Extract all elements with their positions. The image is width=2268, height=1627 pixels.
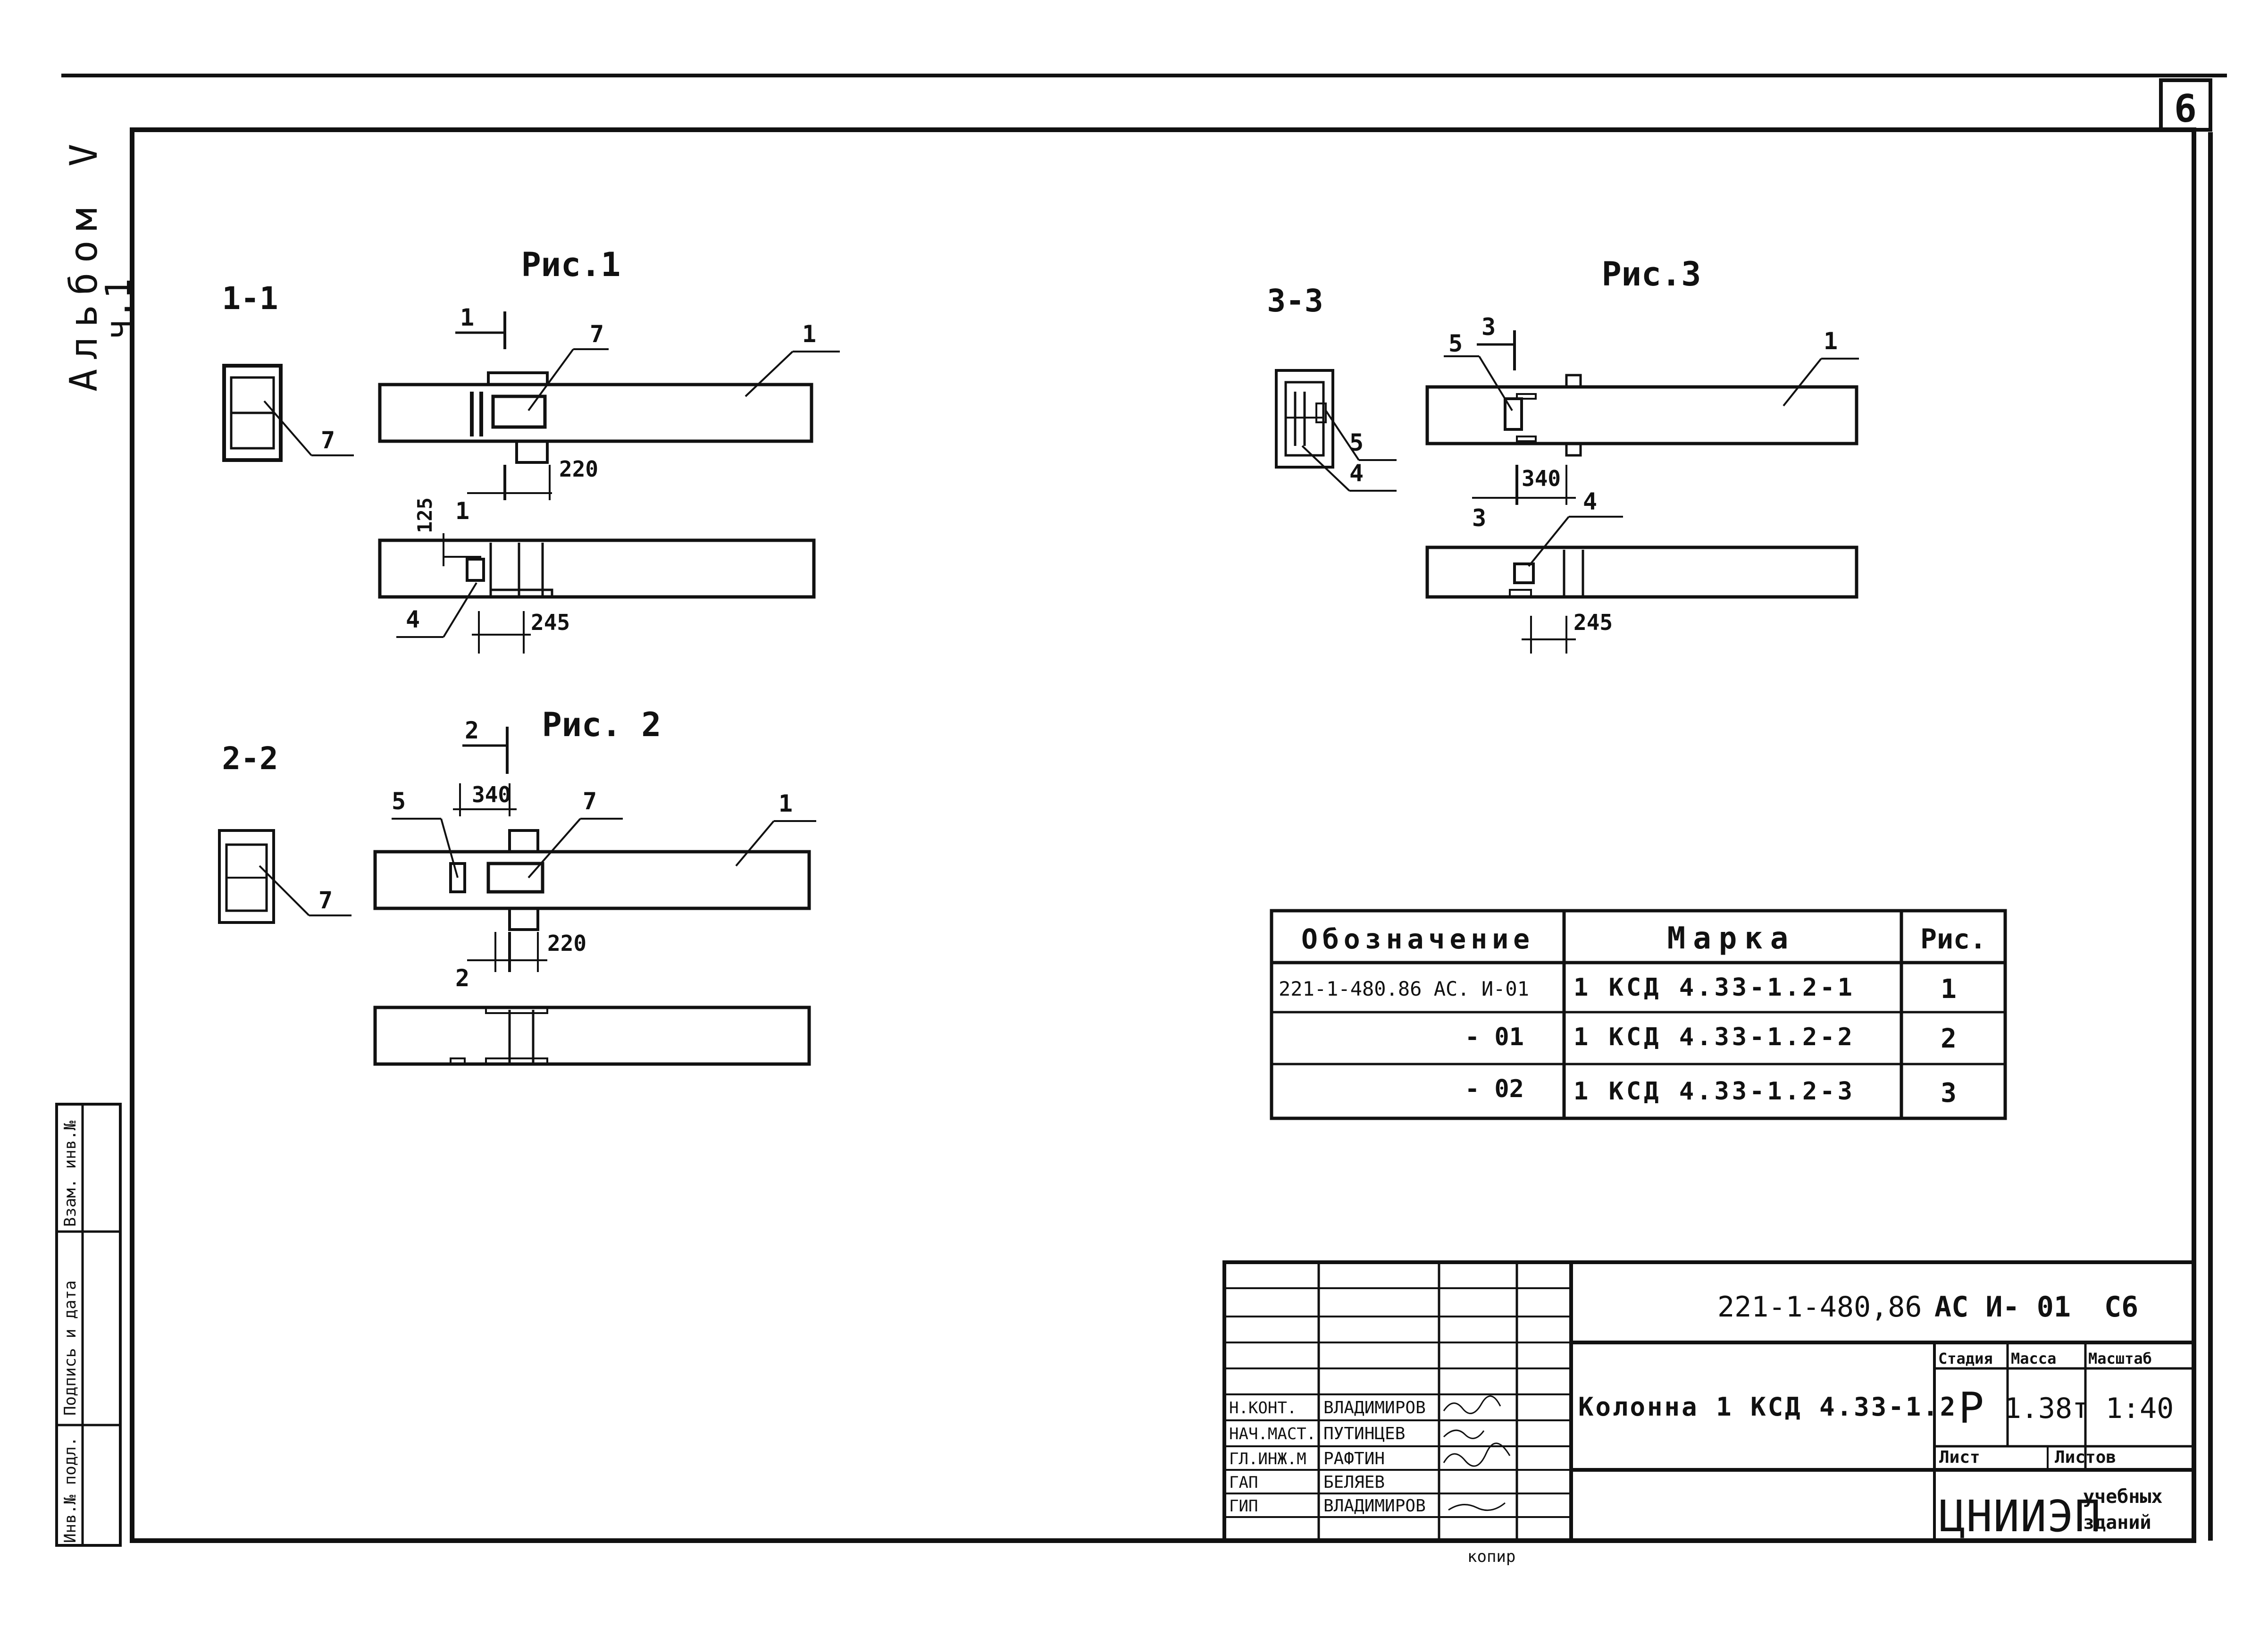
signature-2 [1443, 1429, 1485, 1439]
table-row3-fig: 3 [1941, 1078, 1957, 1108]
stamp-name-5: ВЛАДИМИРОВ [1323, 1496, 1426, 1516]
fig1-section-mark-bottom: 1 [455, 497, 469, 525]
fig1-dim-220: 220 [559, 456, 598, 482]
side-stamp: Инв.№ подл. Подпись и дата Взам. инв.№ [55, 1103, 122, 1547]
table-row3-mark: 1 КСД 4.33-1.2-3 [1573, 1077, 1855, 1106]
stamp-name-2: ПУТИНЦЕВ [1323, 1424, 1405, 1443]
sheet-number-box [2159, 78, 2212, 132]
fig2-dim-220: 220 [547, 931, 586, 956]
stamp-name-3: РАФТИН [1323, 1449, 1385, 1468]
figure-1: Рис.1 1-1 7 7 1 [222, 245, 840, 654]
table-row2-mark: 1 КСД 4.33-1.2-2 [1573, 1023, 1855, 1051]
fig3-elevation: 3 5 1 340 3 [1425, 313, 1859, 532]
fig2-callout-7: 7 [583, 788, 597, 815]
stamp-mass: 1.38т [2004, 1392, 2090, 1425]
stamp-role-2: НАЧ.МАСТ. [1229, 1425, 1316, 1443]
main-frame [130, 127, 2196, 1543]
fig1-elevation: 7 1 1 220 1 [378, 304, 840, 525]
fig1-callout-4: 4 [406, 606, 420, 633]
stamp-role-3: ГЛ.ИНЖ.М [1229, 1450, 1306, 1468]
fig2-section-label: 2-2 [222, 740, 278, 777]
table-header-fig: Рис. [1920, 923, 1986, 955]
fig3-section-callout-4: 4 [1349, 460, 1364, 487]
fig2-dim-340: 340 [472, 782, 511, 807]
stamp-stage-label: Стадия [1938, 1350, 1993, 1367]
fig3-section-label: 3-3 [1267, 283, 1323, 319]
stamp-sheet-label: Лист [1939, 1448, 1980, 1467]
table-row3-designation: - 02 [1465, 1075, 1524, 1103]
fig3-callout-5: 5 [1448, 330, 1463, 357]
stamp-sheet-code: С6 [2104, 1291, 2138, 1324]
fig2-cross-section: 7 [218, 829, 351, 924]
album-label: Альбом V [62, 134, 106, 392]
title-block: Н.КОНТ. ВЛАДИМИРОВ НАЧ.МАСТ. ПУТИНЦЕВ ГЛ… [1222, 1260, 2196, 1566]
fig1-callout-7: 7 [590, 320, 604, 348]
fig3-plan: 4 245 [1425, 488, 1858, 654]
stamp-sheets-label: Листов [2055, 1448, 2116, 1467]
fig3-callout-1: 1 [1824, 327, 1838, 355]
stamp-role-4: ГАП [1229, 1473, 1258, 1492]
fig1-section-label: 1-1 [222, 280, 278, 317]
fig3-callout-4: 4 [1583, 488, 1597, 515]
fig3-section-callout-5: 5 [1349, 429, 1364, 456]
fig1-section-callout: 7 [321, 427, 335, 454]
stamp-scale: 1:40 [2106, 1392, 2174, 1425]
album-part-label: ч.1 [98, 278, 138, 340]
fig2-elevation: 2 340 5 7 1 220 2 [373, 717, 816, 992]
fig3-section-mark-bottom: 3 [1472, 504, 1486, 532]
fig2-callout-1: 1 [778, 790, 793, 817]
fig1-cross-section: 7 [222, 364, 354, 462]
fig3-section-mark-top: 3 [1481, 313, 1496, 341]
fig1-dim-125: 125 [413, 497, 436, 533]
fig1-callout-1: 1 [802, 320, 816, 348]
stamp-scale-label: Масштаб [2088, 1350, 2152, 1367]
stamp-org: ЦНИИЭП [1939, 1491, 2101, 1542]
stamp-org-sub-2: зданий [2083, 1512, 2151, 1534]
stamp-doc: АС И- 01 [1934, 1291, 2071, 1324]
fig2-section-mark-top: 2 [465, 717, 479, 744]
side-stamp-replace: Взам. инв.№ [61, 1120, 80, 1227]
fig3-title: Рис.3 [1602, 255, 1701, 294]
fig3-dim-340: 340 [1522, 466, 1561, 491]
fig2-section-callout: 7 [318, 887, 333, 914]
stamp-mass-label: Масса [2011, 1350, 2056, 1367]
spec-table: Обозначение Марка Рис. 221-1-480.86 АС. … [1270, 909, 2007, 1120]
table-header-mark: Марка [1667, 921, 1796, 956]
fig1-title: Рис.1 [521, 245, 621, 284]
table-row2-designation: - 01 [1465, 1023, 1524, 1051]
stamp-role-1: Н.КОНТ. [1229, 1399, 1297, 1417]
fig2-section-mark-bottom: 2 [455, 964, 469, 992]
copy-label: копир [1467, 1547, 1515, 1566]
fig2-title: Рис. 2 [542, 705, 661, 744]
stamp-stage: Р [1958, 1384, 1984, 1433]
side-stamp-inv: Инв.№ подл. [61, 1437, 80, 1543]
sheet-number: 6 [2174, 87, 2197, 131]
stamp-name-1: ВЛАДИМИРОВ [1323, 1398, 1426, 1417]
stamp-name-4: БЕЛЯЕВ [1323, 1473, 1385, 1492]
table-row1-designation: 221-1-480.86 АС. И-01 [1279, 977, 1529, 1000]
figure-2: Рис. 2 2-2 7 2 340 5 [218, 705, 816, 1066]
fig2-plan [373, 1006, 811, 1066]
fig3-cross-section: 5 4 [1275, 369, 1397, 492]
fig1-dim-245: 245 [531, 610, 570, 635]
table-header-designation: Обозначение [1301, 923, 1534, 955]
stamp-title: Колонна 1 КСД 4.33-1.2 [1578, 1392, 1957, 1422]
fig3-dim-245: 245 [1573, 610, 1613, 635]
stamp-code: 221-1-480,86 [1717, 1291, 1922, 1324]
stamp-org-sub-1: учебных [2083, 1486, 2163, 1508]
stamp-role-5: ГИП [1229, 1497, 1258, 1516]
table-row1-fig: 1 [1941, 974, 1957, 1005]
signature-5 [1448, 1502, 1506, 1511]
fig2-callout-5: 5 [392, 788, 406, 815]
signature-3 [1443, 1442, 1511, 1467]
fig1-plan: 125 4 245 [378, 497, 816, 654]
side-stamp-sign: Подпись и дата [61, 1280, 80, 1416]
fig1-section-mark-top: 1 [460, 304, 474, 331]
table-row1-mark: 1 КСД 4.33-1.2-1 [1573, 973, 1855, 1002]
signature-1 [1443, 1395, 1501, 1414]
table-row2-fig: 2 [1941, 1023, 1957, 1054]
figure-3: Рис.3 3-3 5 4 3 5 [1267, 255, 1859, 654]
